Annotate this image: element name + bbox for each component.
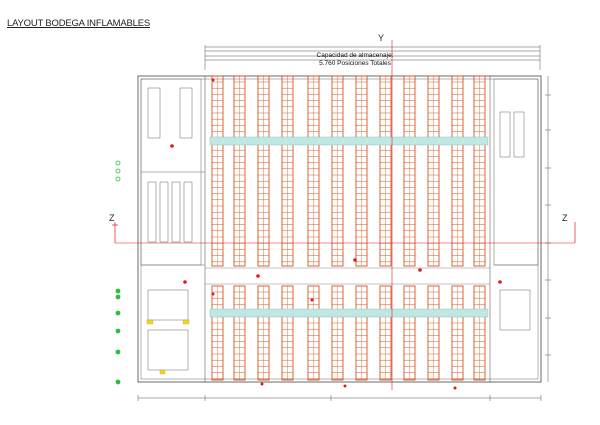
capacity-label: Capacidad de almacenaje: 5.760 Posicione… bbox=[300, 52, 410, 68]
fire-equipment-markers bbox=[170, 78, 502, 390]
section-markers bbox=[112, 222, 576, 243]
cross-aisles bbox=[209, 136, 489, 318]
green-exit-markers bbox=[115, 160, 121, 385]
z-axis-label-right: Z bbox=[562, 213, 568, 223]
rack-rows bbox=[211, 75, 486, 381]
z-axis-label-left: Z bbox=[109, 213, 115, 223]
section-lines bbox=[115, 40, 575, 390]
building-outline bbox=[137, 75, 542, 383]
capacity-line-2: 5.760 Posiciones Totales bbox=[319, 60, 391, 67]
bottom-dimension-lines bbox=[137, 395, 542, 401]
page-title: LAYOUT BODEGA INFLAMABLES bbox=[7, 18, 151, 29]
y-axis-label: Y bbox=[378, 33, 385, 43]
left-loading-area bbox=[140, 78, 205, 371]
top-dimension-lines bbox=[204, 45, 541, 70]
yellow-markers bbox=[146, 319, 190, 375]
central-corridor bbox=[205, 267, 490, 285]
capacity-line-1: Capacidad de almacenaje: bbox=[316, 52, 394, 59]
right-dimension-ticks bbox=[545, 76, 551, 382]
right-loading-area bbox=[493, 78, 539, 331]
